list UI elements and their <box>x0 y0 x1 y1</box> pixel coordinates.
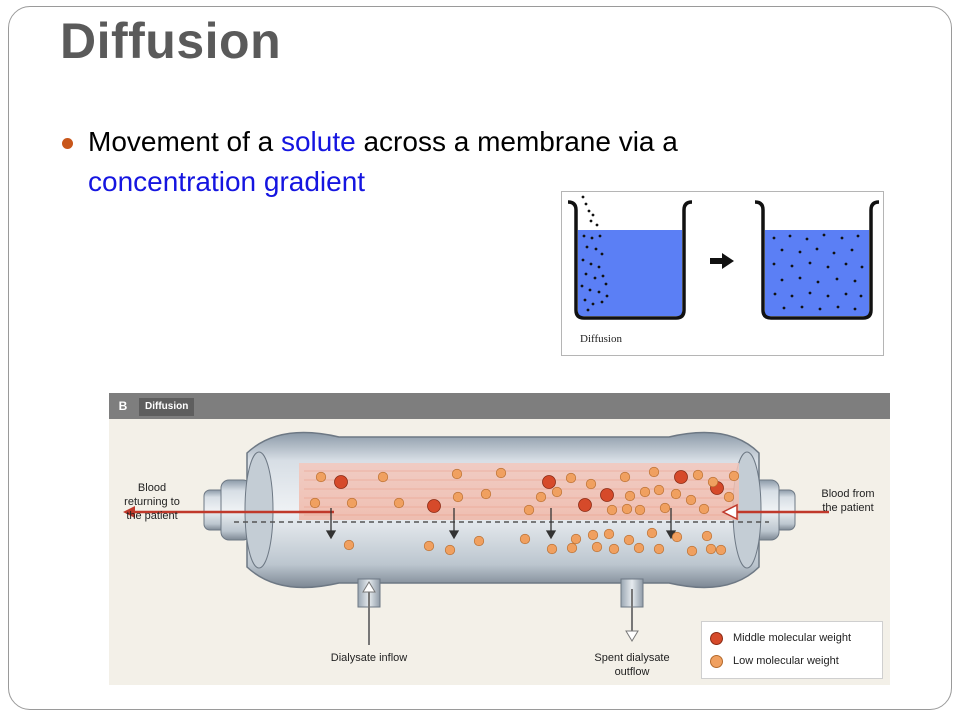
low-mw-particles-blood <box>309 466 740 516</box>
right-beaker-water <box>765 230 869 316</box>
bullet-highlight-solute: solute <box>280 126 356 157</box>
legend-middle-mw-icon <box>710 631 723 645</box>
legend-low-mw-label: Low molecular weight <box>733 655 839 667</box>
panel-title: Diffusion <box>139 398 195 416</box>
right-arrow-icon <box>710 253 734 269</box>
beaker-figure-caption: Diffusion <box>580 333 622 345</box>
slide-title: Diffusion <box>60 13 282 69</box>
housing-left-rim <box>244 451 274 569</box>
label-blood-returning: Blood returning to the patient <box>124 482 180 522</box>
low-mw-particles-dialysate <box>343 527 727 557</box>
bullet-icon <box>62 138 73 149</box>
outflow-arrow-icon <box>625 630 639 642</box>
bullet-text: Movement of a solute across a membrane v… <box>88 122 848 202</box>
bullet-text-part2: across a membrane via a <box>355 126 678 157</box>
label-dialysate-inflow: Dialysate inflow <box>330 652 408 664</box>
inflow-arrow-icon <box>362 581 376 593</box>
right-beaker-particles <box>772 233 864 311</box>
legend: Middle molecular weight Low molecular we… <box>701 621 883 679</box>
left-beaker-particles <box>580 195 609 312</box>
blood-out-arrow-icon <box>123 506 135 518</box>
right-beaker-outline <box>754 200 880 320</box>
beaker-diffusion-figure: Diffusion <box>561 191 884 356</box>
legend-middle-mw-label: Middle molecular weight <box>733 632 851 644</box>
legend-item-middle-mw: Middle molecular weight <box>710 630 851 646</box>
dialyzer-diagram <box>123 431 829 645</box>
label-blood-from-patient: Blood from the patient <box>821 488 875 514</box>
panel-letter: B <box>118 399 128 413</box>
left-beaker-water <box>578 230 682 316</box>
blood-in-arrow-icon <box>721 503 738 521</box>
legend-item-low-mw: Low molecular weight <box>710 653 839 669</box>
middle-mw-particles <box>334 470 724 513</box>
label-spent-dialysate-outflow: Spent dialysate outflow <box>594 652 670 678</box>
bullet-highlight-gradient: concentration gradient <box>88 166 366 197</box>
legend-low-mw-icon <box>710 654 723 668</box>
dialyzer-diffusion-figure: B Diffusion <box>109 393 890 685</box>
beaker-diagram <box>567 195 880 320</box>
figure-header-bar: B Diffusion <box>109 393 890 419</box>
left-beaker-outline <box>567 200 693 320</box>
bullet-text-part1: Movement of a <box>88 126 281 157</box>
